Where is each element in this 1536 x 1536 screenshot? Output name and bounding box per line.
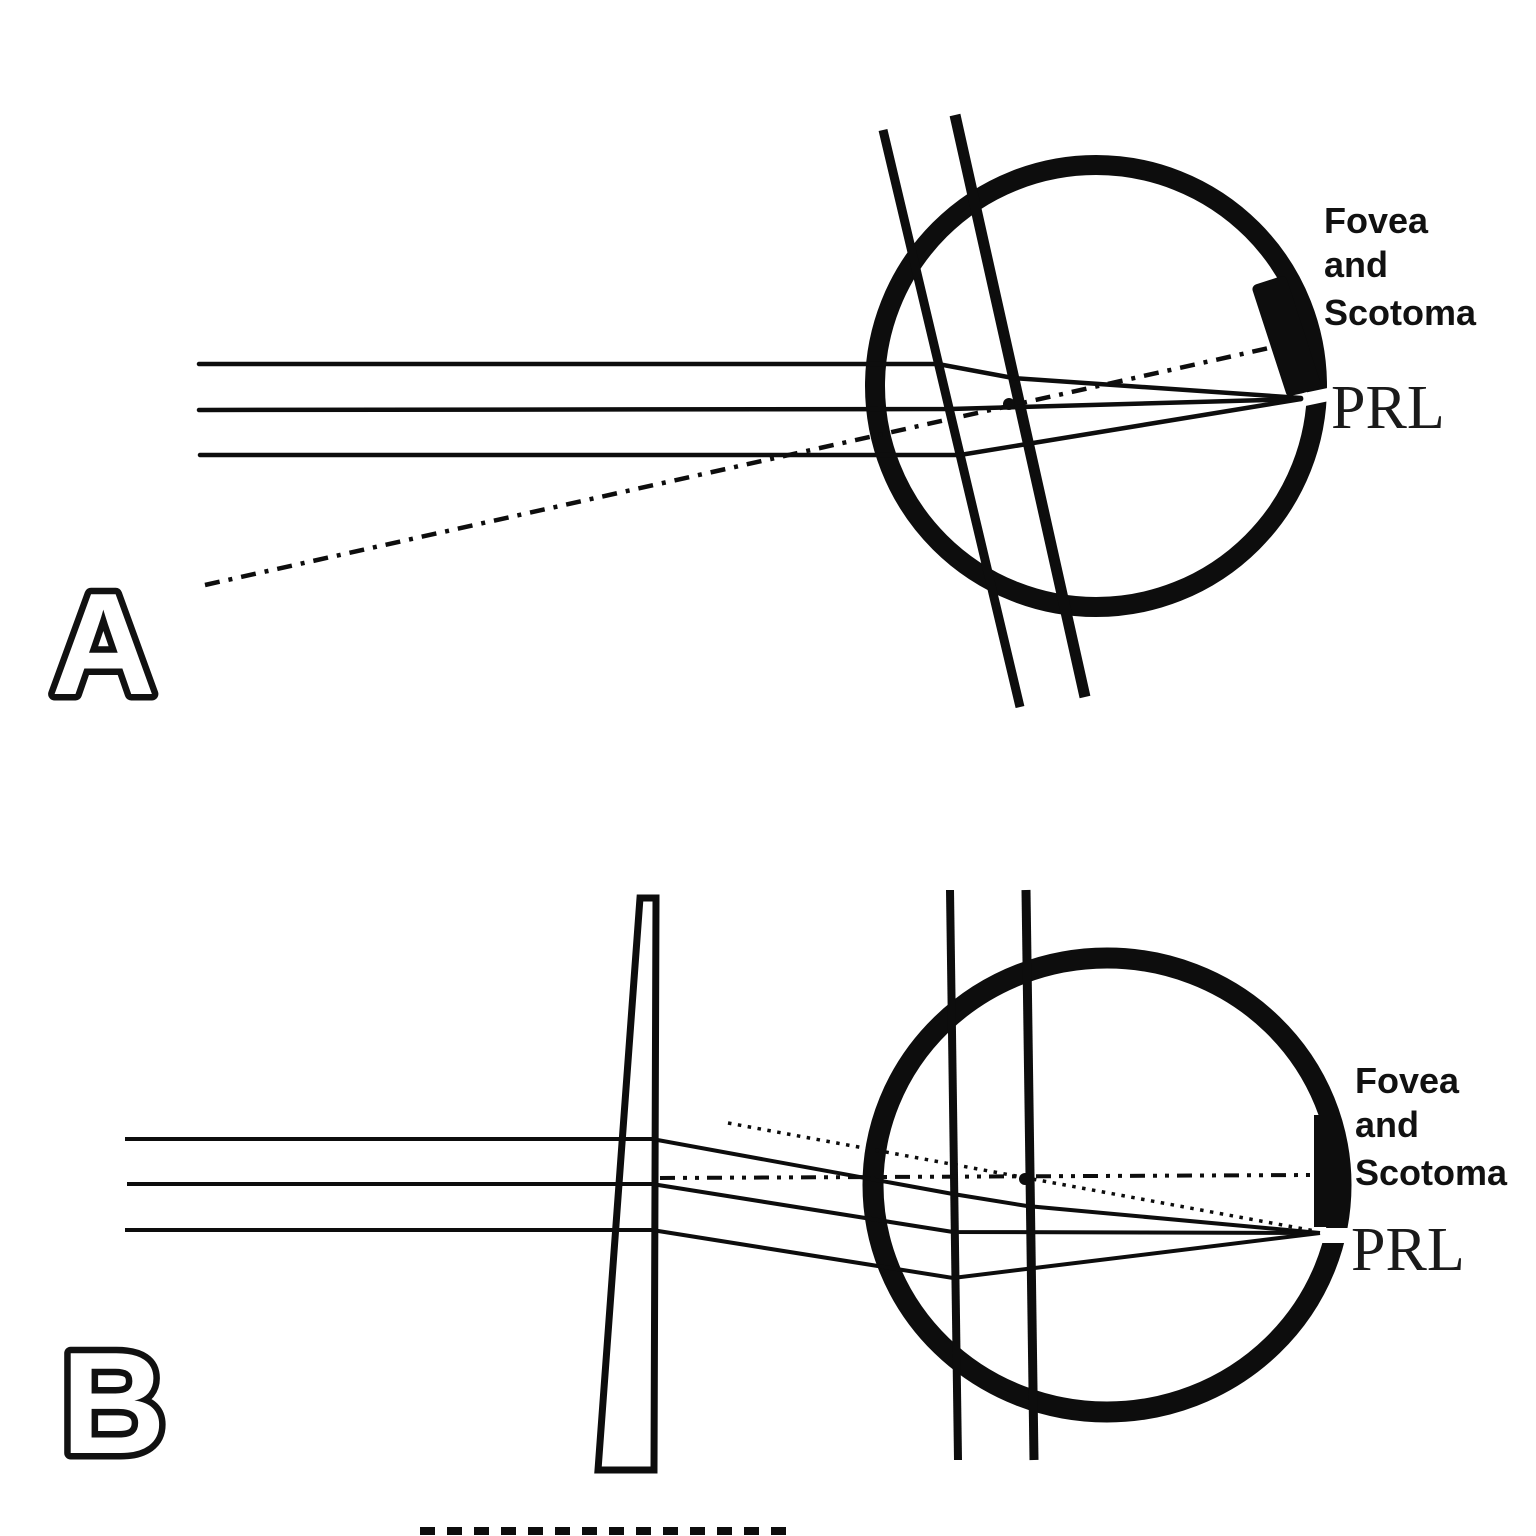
light-ray-middle-a	[196, 396, 1304, 413]
scotoma-patch-b	[1314, 1115, 1333, 1227]
panel-letter-b: B	[61, 1322, 166, 1484]
panel-a: Fovea and Scotoma PRL A	[45, 113, 1477, 732]
panel-b: Fovea and Scotoma PRL B	[55, 889, 1508, 1491]
prl-label-a: PRL	[1331, 374, 1445, 442]
fovea-scotoma-label-line3-b: Scotoma	[1355, 1152, 1508, 1193]
fovea-scotoma-label-line3-a: Scotoma	[1324, 292, 1477, 333]
nodal-point-a	[1003, 398, 1015, 410]
fovea-scotoma-label-line1-b: Fovea	[1355, 1060, 1460, 1101]
scotoma-patch-a	[1252, 276, 1321, 397]
fovea-scotoma-label-line2-a: and	[1324, 244, 1388, 285]
fovea-scotoma-label-line1-a: Fovea	[1324, 200, 1429, 241]
deflected-ray-top-b	[651, 1137, 1321, 1235]
panel-letter-a: A	[51, 563, 156, 725]
foveal-gaze-line-a	[204, 343, 1279, 588]
light-ray-top-a	[196, 361, 1304, 401]
foveal-gaze-line-b	[659, 1173, 1311, 1180]
eye-globe-outline-b	[862, 947, 1352, 1423]
prl-label-b: PRL	[1351, 1216, 1465, 1284]
light-ray-bottom-a	[197, 396, 1304, 458]
nodal-point-b	[1019, 1173, 1031, 1185]
deflected-ray-middle-b	[651, 1182, 1321, 1235]
prl-retina-notch-a	[1293, 386, 1336, 409]
fovea-scotoma-label-line2-b: and	[1355, 1104, 1419, 1145]
deflected-ray-bottom-b	[651, 1228, 1321, 1281]
lens-surface-back-b	[1021, 889, 1039, 1461]
